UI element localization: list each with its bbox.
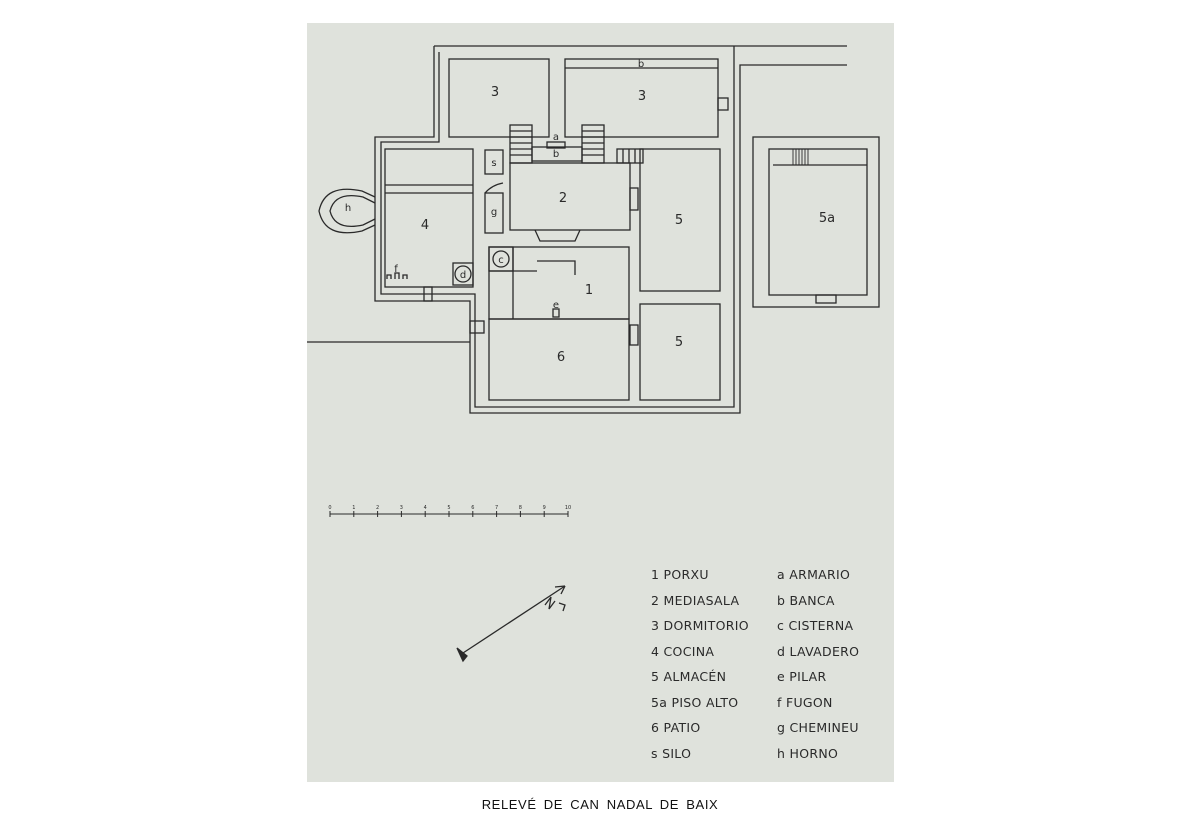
room-6-outline [488,318,630,401]
legend-item: 5 ALMACÉN [651,669,727,684]
legend-item: b BANCA [777,592,835,608]
scale-tick-label: 9 [543,505,546,511]
label-room-3-left: 3 [491,85,499,100]
label-room-1: 1 [585,283,593,298]
label-b-bench: b [553,149,559,160]
scale-tick-label: 0 [328,505,331,511]
scale-tick-label: 7 [495,505,498,511]
scale-tick-label: 6 [471,505,474,511]
label-e: e [553,300,559,311]
legend-fixtures: a ARMARIO b BANCA c CISTERNA d LAVADERO … [777,562,859,766]
label-room-6: 6 [557,350,565,365]
legend-item: 3 DORMITORIO [651,618,749,633]
plan-plate: 3 3 2 4 5 5 5a 1 6 s a b b c d e f g h 0… [307,23,894,782]
scale-bar: 0 1 2 3 4 5 6 7 8 9 10 [328,505,571,517]
room-5-lower-outline [639,303,721,401]
room-2-outline [509,162,631,231]
scale-tick-label: 3 [400,505,403,511]
label-room-4: 4 [421,218,429,233]
label-a: a [553,132,559,143]
legend-item: g CHEMINEU [777,720,859,735]
legend-item: d LAVADERO [777,643,860,659]
legend-rooms: 1 PORXU 2 MEDIASALA 3 DORMITORIO 4 COCIN… [651,562,749,766]
label-b-dormitorio: b [638,59,644,70]
oven-outline [318,188,376,234]
label-room-2: 2 [559,191,567,206]
outer-wall [374,45,847,414]
scale-tick-label: 2 [376,505,379,511]
label-f: f [394,264,398,275]
legend-item: a ARMARIO [777,567,851,582]
room-5a-outer [752,136,880,308]
scale-tick-label: 4 [424,505,427,511]
label-room-3-right: 3 [638,89,646,104]
scale-tick-label: 8 [519,505,522,511]
label-room-5-upper: 5 [675,213,683,228]
label-g: g [491,207,497,218]
legend-item: h HORNO [777,745,839,761]
stairs-right [581,124,605,164]
label-room-5a: 5a [819,211,835,226]
legend-item: 1 PORXU [651,567,709,582]
legend-item: 5a PISO ALTO [651,694,739,710]
label-room-5-lower: 5 [675,335,683,350]
stairs-left [509,124,533,164]
room-3-left-outline [448,58,550,138]
legend-item: e PILAR [777,669,827,684]
legend-item: 4 COCINA [651,643,715,659]
label-c: c [498,255,504,266]
north-arrow [456,585,566,663]
legend-item: c CISTERNA [777,618,854,633]
figure-caption: RELEVÉ DE CAN NADAL DE BAIX [481,797,719,812]
legend-item: 2 MEDIASALA [651,592,740,608]
label-s: s [491,158,496,169]
legend-item: 6 PATIO [651,720,701,735]
room-5-upper-outline [639,148,721,292]
legend-item: s SILO [651,745,692,761]
label-h: h [345,203,351,214]
floor-plan: 3 3 2 4 5 5 5a 1 6 s a b b c d e f g h 0… [307,45,880,663]
scale-tick-label: 5 [447,505,450,511]
legend-item: f FUGON [777,694,833,710]
scale-tick-label: 10 [565,505,571,511]
label-d: d [460,270,466,281]
scale-tick-label: 1 [352,505,355,511]
